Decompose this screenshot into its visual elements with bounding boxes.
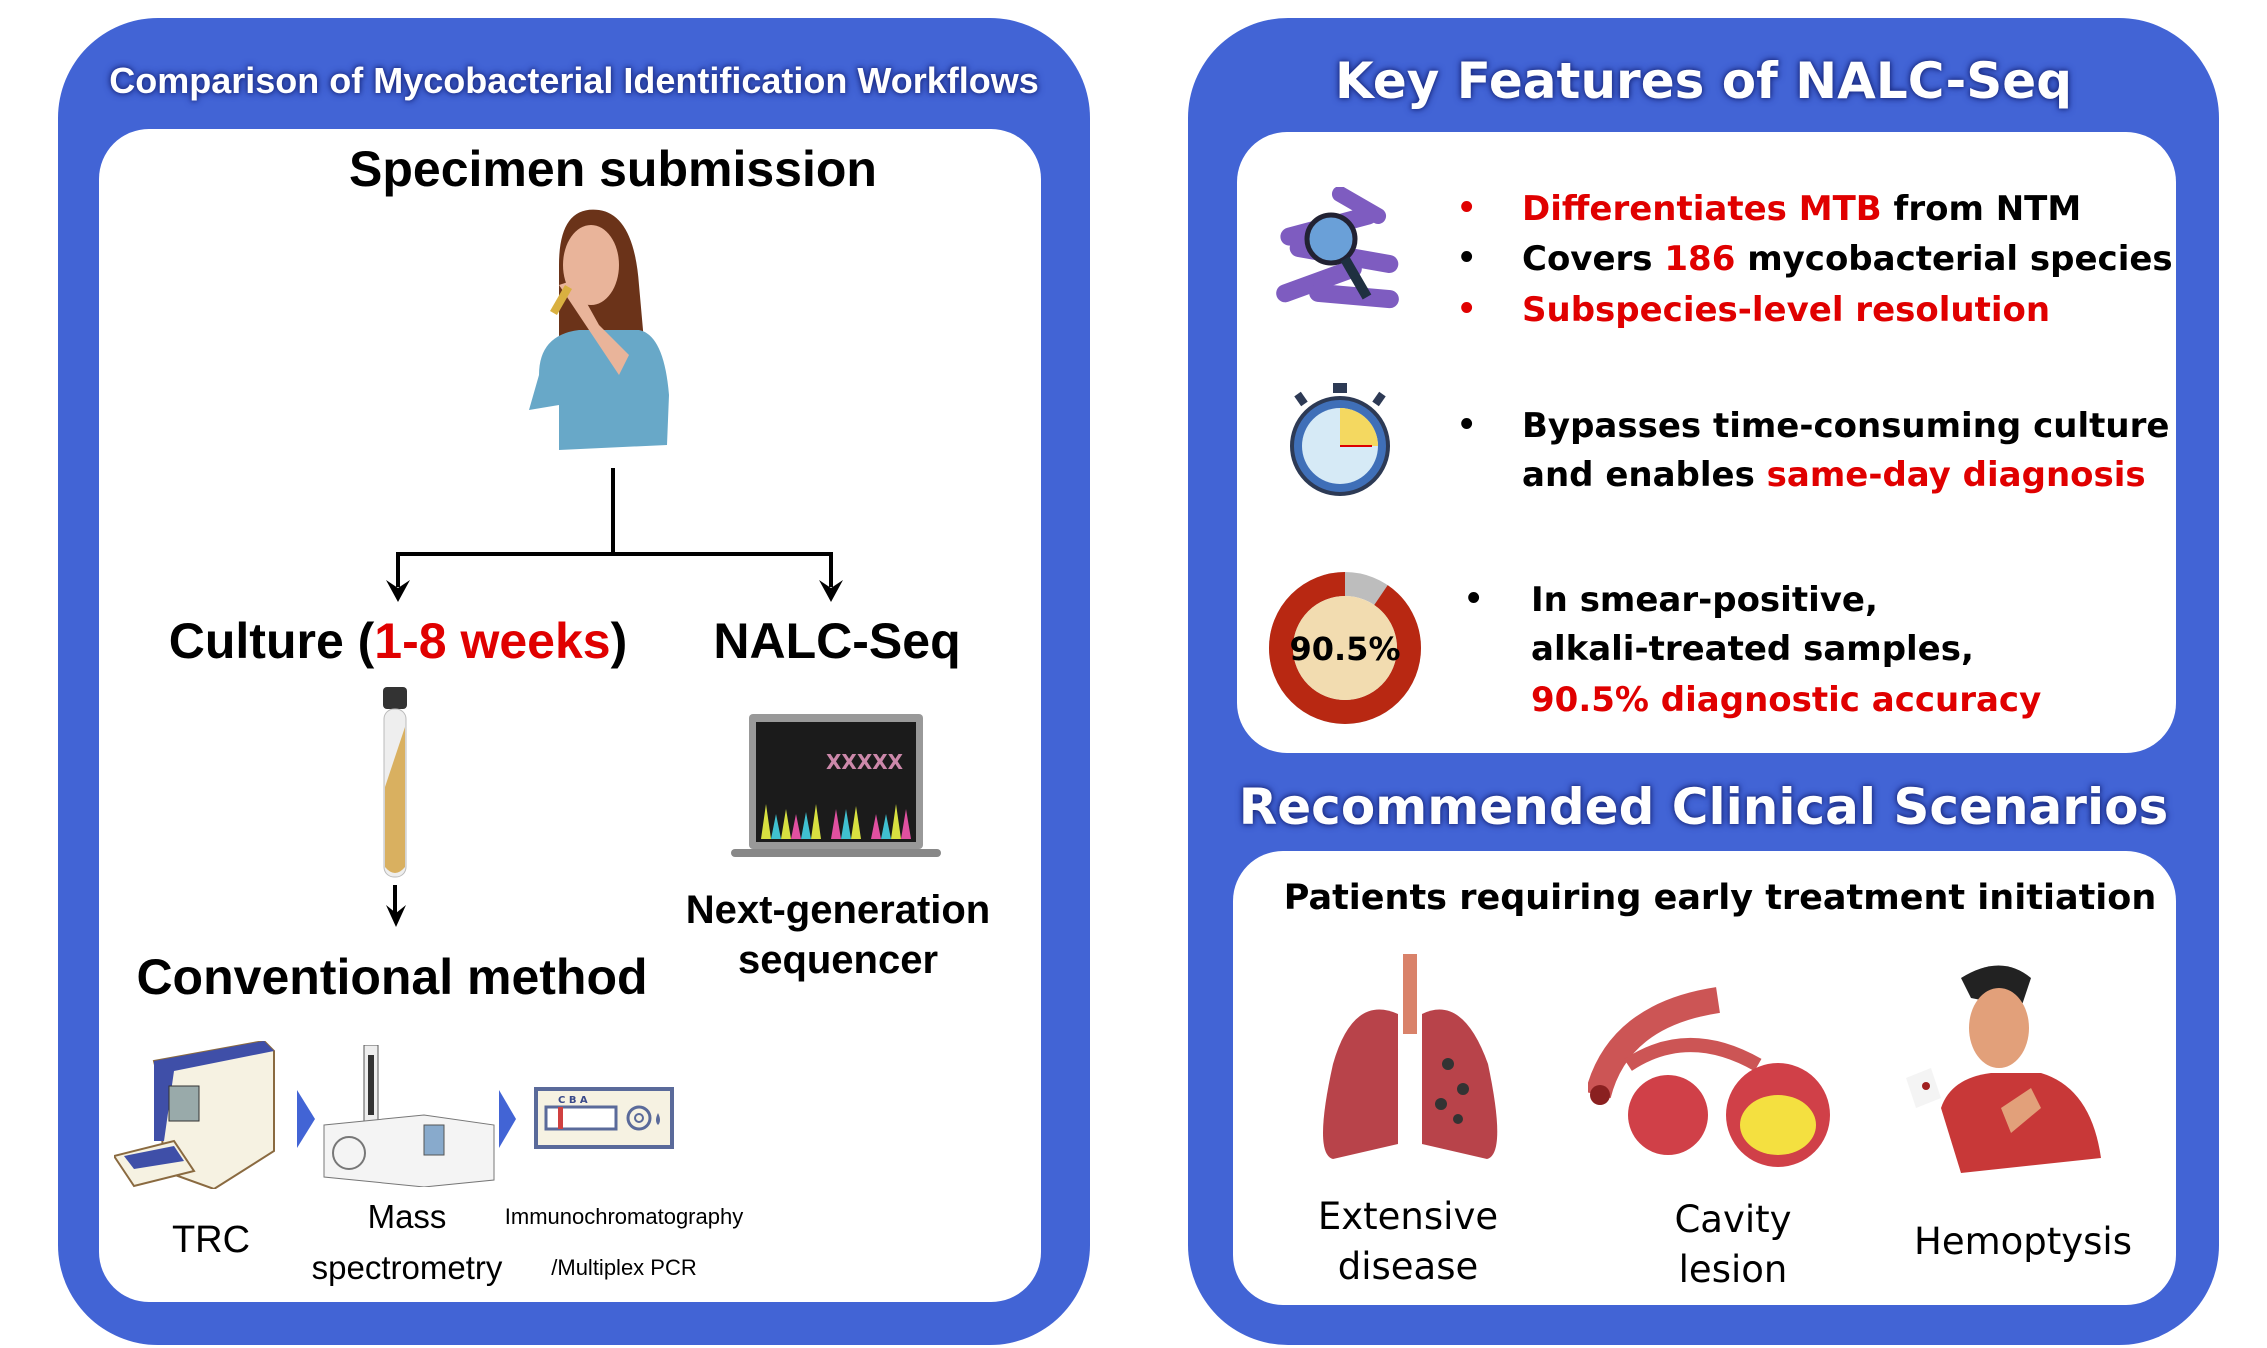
culture-label: Culture (1-8 weeks): [169, 612, 627, 670]
test-strip-icon: C B A: [534, 1087, 674, 1149]
method-immuno-label-1: Immunochromatography: [504, 1204, 744, 1229]
method-mass-label-1: Mass: [367, 1198, 447, 1235]
arrow-down-icon: [386, 580, 410, 602]
feature-differentiates-rest: from NTM: [1881, 189, 2082, 229]
feature-covers-a: Covers: [1522, 239, 1665, 279]
bullet: •: [1460, 403, 1474, 445]
method-mass-label-2: spectrometry: [311, 1249, 503, 1286]
stopwatch-icon: [1290, 383, 1390, 496]
feature-bypass-line1: Bypasses time-consuming culture: [1522, 406, 2170, 446]
scenarios-heading: Patients requiring early treatment initi…: [1283, 878, 2157, 918]
svg-text:XXXXX: XXXXX: [826, 750, 904, 774]
feature-covers: Covers 186 mycobacterial species: [1522, 234, 2173, 284]
feature-bypass-line2: and enables same-day diagnosis: [1522, 450, 2146, 500]
accuracy-donut-chart: 90.5%: [1269, 572, 1421, 724]
patient-coughing-icon: [529, 209, 669, 450]
feature-accuracy: 90.5% diagnostic accuracy: [1531, 680, 2042, 720]
accuracy-label: 90.5%: [1289, 630, 1400, 668]
scenario-extensive-2: disease: [1337, 1245, 1479, 1288]
features-panel-title: Key Features of NALC-Seq: [1334, 52, 2072, 110]
feature-bypass-line2a: and enables: [1522, 455, 1767, 495]
feature-covers-b: mycobacterial species: [1735, 239, 2173, 279]
strip-letters: C B A: [558, 1095, 588, 1106]
culture-tube-icon: [383, 687, 407, 878]
conventional-method-label: Conventional method: [136, 949, 648, 1005]
mass-spectrometer-icon: [323, 1045, 495, 1187]
bullet: •: [1460, 287, 1474, 329]
flow-arrow-icon: [297, 1090, 315, 1148]
flow-line-left: [396, 552, 400, 587]
feature-differentiates: Differentiates MTB from NTM: [1522, 184, 2081, 234]
hemoptysis-patient-icon: [1906, 965, 2101, 1173]
culture-duration: 1-8 weeks: [374, 613, 611, 669]
sequencer-laptop-icon: XXXXX: [731, 714, 941, 857]
feature-covers-count: 186: [1664, 239, 1736, 279]
sequencer-label-1: Next-generation: [685, 888, 991, 932]
flow-arrow-icon: [499, 1090, 516, 1148]
scenario-extensive-1: Extensive: [1317, 1195, 1499, 1238]
accuracy-arc: [1269, 572, 1421, 724]
culture-suffix: ): [610, 613, 628, 669]
scenarios-title: Recommended Clinical Scenarios: [1238, 778, 2169, 836]
specimen-heading: Specimen submission: [349, 141, 877, 197]
lungs-icon: [1323, 954, 1498, 1159]
bullet: •: [1467, 577, 1481, 619]
method-immuno-label-2: /Multiplex PCR: [551, 1255, 697, 1280]
bacteria-magnifier-icon: [1276, 187, 1399, 309]
flow-line-culture: [393, 885, 397, 915]
scenario-cavity-1: Cavity: [1674, 1198, 1792, 1241]
workflow-panel-title: Comparison of Mycobacterial Identificati…: [109, 60, 1039, 101]
scenario-cavity-2: lesion: [1678, 1248, 1788, 1291]
feature-same-day: same-day diagnosis: [1766, 455, 2146, 495]
feature-differentiates-red: Differentiates MTB: [1522, 189, 1882, 229]
flow-line-vertical: [611, 468, 615, 555]
arrow-down-icon: [386, 905, 406, 927]
scenario-hemoptysis: Hemoptysis: [1914, 1220, 2132, 1263]
trc-machine-icon: [114, 1041, 275, 1189]
culture-prefix: Culture (: [168, 613, 375, 669]
cavity-lesion-icon: [1588, 987, 1830, 1167]
bullet: •: [1460, 236, 1474, 278]
bullet: •: [1460, 186, 1474, 228]
feature-subspecies: Subspecies-level resolution: [1522, 290, 2051, 330]
flow-line-horizontal: [396, 552, 833, 556]
feature-smear-line2: alkali-treated samples,: [1531, 629, 1974, 669]
feature-smear-line1: In smear-positive,: [1531, 580, 1878, 620]
nalc-seq-label: NALC-Seq: [713, 613, 961, 669]
sequencer-label-2: sequencer: [737, 938, 939, 982]
method-trc-label: TRC: [171, 1219, 251, 1261]
flow-line-right: [829, 552, 833, 587]
arrow-down-icon: [819, 580, 843, 602]
